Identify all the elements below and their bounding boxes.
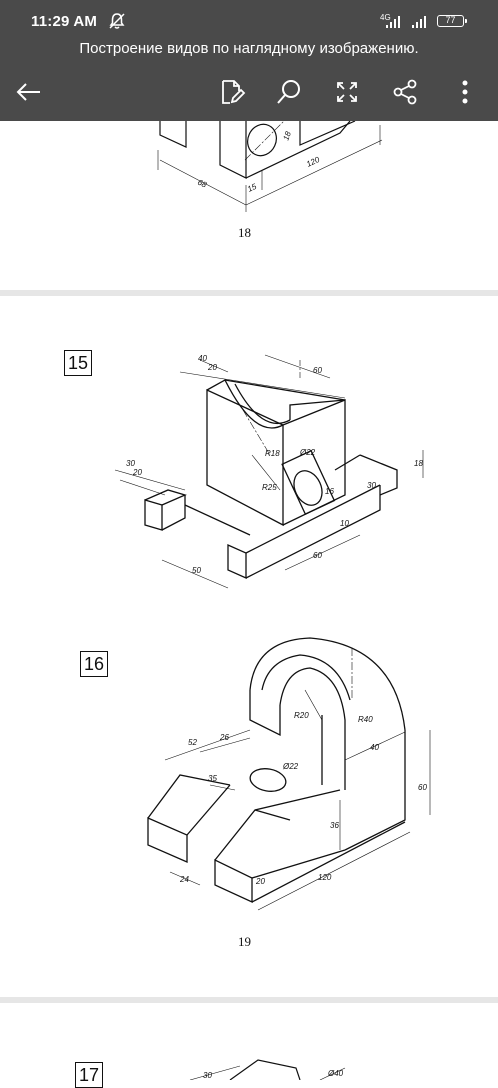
dim-label: Ø40 — [327, 1069, 344, 1078]
status-bar: 11:29 AM 4G 77 — [0, 0, 498, 40]
dim-label: 30 — [126, 459, 135, 468]
more-vert-icon[interactable] — [449, 76, 481, 108]
dim-label: 20 — [132, 468, 142, 477]
dim-label: 18 — [281, 130, 293, 142]
dim-label: 68 — [196, 178, 208, 190]
dim-label: 52 — [188, 738, 197, 747]
edit-document-icon[interactable] — [216, 76, 248, 108]
dim-label: 24 — [179, 875, 189, 884]
fullscreen-icon[interactable] — [331, 76, 363, 108]
dim-label: Ø22 — [282, 762, 299, 771]
mute-bell-icon — [108, 12, 126, 34]
signal-icon-2 — [410, 14, 432, 33]
drawing-figure-16: 52 26 R20 R40 40 60 35 Ø22 36 24 20 120 — [147, 637, 431, 911]
dim-label: 16 — [325, 487, 334, 496]
dim-label: 10 — [340, 519, 349, 528]
dim-label: 120 — [318, 873, 332, 882]
search-icon[interactable] — [273, 76, 305, 108]
dim-label: 36 — [330, 821, 339, 830]
dim-label: 40 — [370, 743, 379, 752]
dim-label: 60 — [313, 551, 322, 560]
dim-label: 20 — [207, 363, 217, 372]
drawing-figure-17: 30 Ø40 — [189, 1059, 346, 1080]
document-viewer[interactable]: 68 15 120 18 18 15 — [0, 121, 498, 1088]
dim-label: 26 — [219, 733, 229, 742]
document-title: Построение видов по наглядному изображен… — [79, 40, 419, 57]
drawing-top: 68 15 120 18 — [157, 121, 383, 212]
dim-label: R40 — [358, 715, 373, 724]
battery-icon: 77 — [437, 15, 467, 27]
page-number: 19 — [238, 934, 251, 949]
dim-label: R25 — [262, 483, 277, 492]
dim-label: 60 — [313, 366, 322, 375]
page-separator — [0, 290, 498, 296]
toolbar — [0, 70, 498, 115]
dim-label: R18 — [265, 449, 280, 458]
page-number: 18 — [238, 225, 251, 240]
share-icon[interactable] — [389, 76, 421, 108]
back-arrow-icon[interactable] — [13, 76, 45, 108]
figure-label-16: 16 — [80, 651, 108, 677]
dim-label: 120 — [305, 155, 321, 169]
app-bar: 11:29 AM 4G 77 — [0, 0, 498, 121]
drawing-figure-15: 40 20 60 30 20 R18 Ø22 R25 18 30 50 60 1… — [114, 354, 423, 589]
dim-label: 50 — [192, 566, 201, 575]
page-separator — [0, 997, 498, 1003]
dim-label: Ø22 — [299, 448, 316, 457]
dim-label: 18 — [414, 459, 423, 468]
dim-label: 30 — [367, 481, 376, 490]
network-type: 4G — [380, 13, 391, 22]
dim-label: 35 — [208, 774, 217, 783]
dim-label: R20 — [294, 711, 309, 720]
dim-label: 30 — [203, 1071, 212, 1080]
signal-icon — [384, 14, 406, 33]
status-time: 11:29 AM — [31, 13, 98, 30]
dim-label: 15 — [246, 182, 258, 194]
dim-label: 40 — [198, 354, 207, 363]
dim-label: 20 — [255, 877, 265, 886]
figure-label-15: 15 — [64, 350, 92, 376]
dim-label: 60 — [418, 783, 427, 792]
